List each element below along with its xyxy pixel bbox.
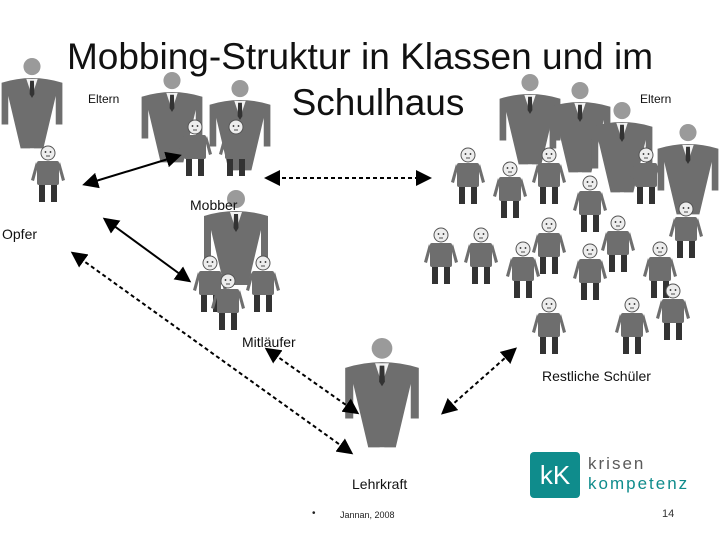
label-eltern-left: Eltern bbox=[88, 92, 120, 106]
pupil-child bbox=[493, 161, 527, 218]
page-number: 14 bbox=[662, 508, 675, 520]
pupil-child bbox=[629, 147, 663, 204]
bully-child bbox=[219, 119, 253, 176]
pupil-child bbox=[573, 175, 607, 232]
arrow-parents-victim bbox=[82, 151, 182, 189]
pupil-child bbox=[464, 227, 498, 284]
teacher-figure bbox=[345, 338, 419, 448]
pupil-child bbox=[669, 201, 703, 258]
pupil-child bbox=[573, 243, 607, 300]
victim-child bbox=[31, 145, 65, 202]
bully-child bbox=[178, 119, 212, 176]
logo-text-line-2: kompetenz bbox=[588, 474, 690, 493]
footer-source: Jannan, 2008 bbox=[340, 510, 395, 520]
pupil-child bbox=[506, 241, 540, 298]
pupil-child bbox=[424, 227, 458, 284]
title-line-2: Schulhaus bbox=[291, 82, 465, 123]
parent-figure bbox=[657, 124, 719, 215]
pupil-child bbox=[532, 297, 566, 354]
label-lehrkraft: Lehrkraft bbox=[352, 476, 408, 492]
parent-figure bbox=[1, 58, 63, 149]
logo-text-line-1: krisen bbox=[588, 454, 646, 473]
label-mobber: Mobber bbox=[190, 197, 238, 213]
pupil-child bbox=[451, 147, 485, 204]
pupil-child bbox=[601, 215, 635, 272]
footer-bullet: • bbox=[312, 508, 316, 519]
arrow-followers-teacher bbox=[264, 347, 360, 415]
parent-figure bbox=[499, 74, 561, 165]
pupil-child bbox=[656, 283, 690, 340]
arrow-victim-followers bbox=[102, 217, 192, 283]
label-mitlaeufer: Mitläufer bbox=[242, 334, 296, 350]
pupil-child bbox=[532, 147, 566, 204]
label-eltern-right: Eltern bbox=[640, 92, 672, 106]
label-restliche-schueler: Restliche Schüler bbox=[542, 368, 651, 384]
arrow-victim-teacher bbox=[70, 251, 354, 455]
pupil-child bbox=[615, 297, 649, 354]
title-line-1: Mobbing-Struktur in Klassen und im bbox=[66, 36, 654, 77]
pupil-child bbox=[532, 217, 566, 274]
label-opfer: Opfer bbox=[2, 226, 38, 242]
logo-mark: kK bbox=[530, 452, 580, 498]
arrow-teacher-pupils bbox=[441, 347, 517, 415]
krisenkompetenz-logo: kK krisen kompetenz bbox=[530, 452, 690, 498]
